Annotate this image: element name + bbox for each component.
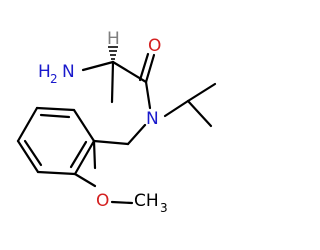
methoxy-ch3-subscript: 3 xyxy=(160,201,168,215)
ring-bond-5 xyxy=(36,170,77,176)
bond-isopropyl-methyl-bottom xyxy=(186,99,213,128)
bond-namino-calpha xyxy=(81,60,115,72)
stereo-h-label: H xyxy=(107,29,120,49)
amino-n-label: N xyxy=(62,62,75,82)
bonds xyxy=(16,52,217,205)
ring-bond-6 xyxy=(73,139,96,176)
methoxy-o-label: O xyxy=(96,191,109,211)
ring-bond-3 xyxy=(16,106,39,143)
bond-carbonyl-double-1 xyxy=(144,53,156,84)
bond-namide-isopropyl xyxy=(163,99,190,118)
bond-ccarbonyl-namide xyxy=(144,80,152,110)
ring-bond-1 xyxy=(72,108,96,143)
bond-ring-c-o xyxy=(73,172,97,188)
bond-o-ch3 xyxy=(110,200,134,205)
bond-isopropyl-methyl-top xyxy=(186,82,217,103)
amino-h-subscript: 2 xyxy=(50,72,58,86)
amide-n-label: N xyxy=(146,109,159,129)
carbonyl-o-label: O xyxy=(148,36,161,56)
ring-inner-1 xyxy=(39,113,71,119)
bond-carbonyl-double-2 xyxy=(138,52,150,82)
ring-bond-4 xyxy=(16,139,40,174)
bond-namide-ch2 xyxy=(126,123,147,146)
amino-h-label: H xyxy=(38,62,51,82)
ring-inner-2 xyxy=(23,139,43,167)
molecule-svg: H H 2 N O N O CH 3 xyxy=(16,29,217,215)
bond-calpha-methyl xyxy=(110,60,115,104)
methoxy-ch-label: CH xyxy=(134,191,159,211)
ring-inner-3 xyxy=(69,140,88,169)
stereo-hash-wedge xyxy=(108,46,118,60)
bond-ch2-ring xyxy=(92,139,130,146)
bond-ring-methoxy xyxy=(92,139,97,170)
structure-diagram: H H 2 N O N O CH 3 xyxy=(16,29,217,215)
ring-bond-2 xyxy=(35,106,76,112)
